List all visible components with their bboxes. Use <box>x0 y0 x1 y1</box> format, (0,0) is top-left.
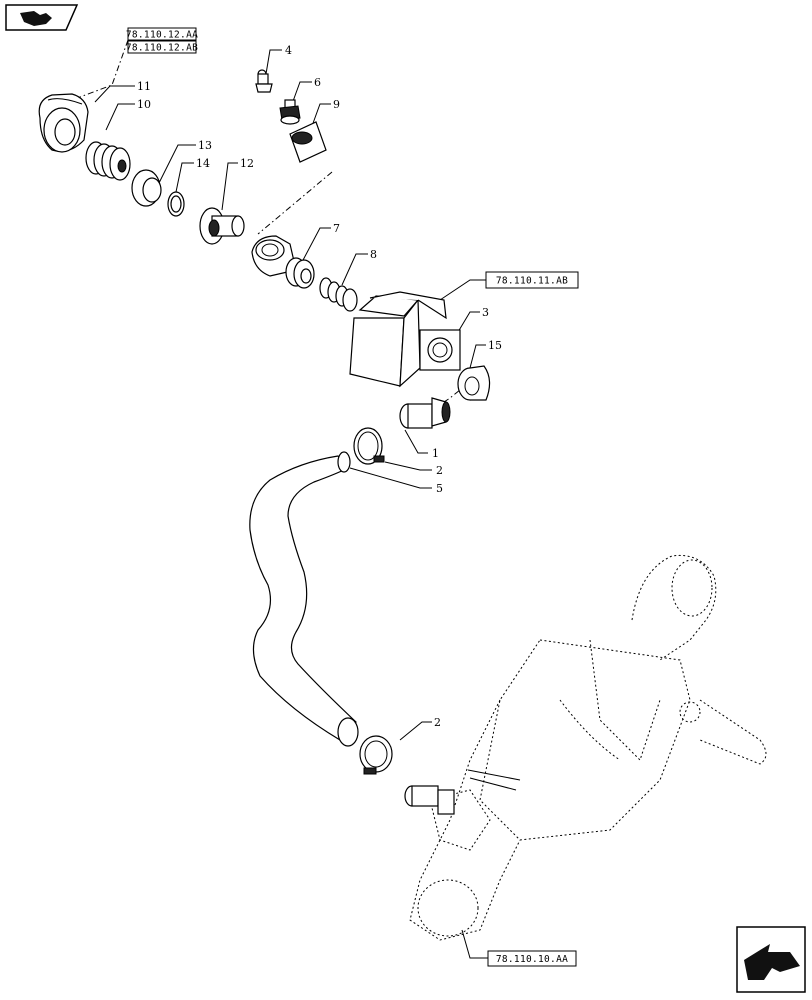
callout-3: 3 <box>482 306 489 319</box>
part-8-threaded[interactable] <box>319 277 358 312</box>
part-3-valve[interactable] <box>349 291 461 388</box>
part-13-ring[interactable] <box>131 169 162 207</box>
callout-11: 11 <box>137 80 151 93</box>
callout-4: 4 <box>285 44 292 57</box>
assembly-line-9 <box>257 171 333 235</box>
part-tee-fitting[interactable] <box>251 235 297 277</box>
next-page-arrow-icon[interactable] <box>736 926 806 993</box>
part-1-connector[interactable] <box>399 397 451 429</box>
callout-7: 7 <box>333 222 340 235</box>
part-14-o-ring[interactable] <box>167 191 185 217</box>
callout-1: 1 <box>432 447 439 460</box>
part-15-ring[interactable] <box>457 365 491 401</box>
callout-9: 9 <box>333 98 340 111</box>
callout-8: 8 <box>370 248 377 261</box>
callout-numbers: 11 10 13 14 12 4 6 9 7 8 3 15 1 2 5 2 <box>137 44 502 729</box>
part-9-nut[interactable] <box>289 121 327 163</box>
reference-box-1[interactable]: 78.110.12.AA <box>126 27 198 41</box>
assembly-line-11 <box>71 39 129 101</box>
callout-2-upper: 2 <box>436 464 443 477</box>
part-7-bushing[interactable] <box>285 257 315 289</box>
callout-10: 10 <box>137 98 151 111</box>
part-11-elbow[interactable] <box>38 93 89 153</box>
book-arrow-icon[interactable] <box>5 4 79 31</box>
phantom-assembly <box>404 554 767 941</box>
part-6-fitting[interactable] <box>279 99 301 125</box>
leader-lines <box>94 49 488 959</box>
part-4-nipple[interactable] <box>255 69 273 93</box>
reference-box-2[interactable]: 78.110.12.AB <box>126 40 198 54</box>
part-12-adapter[interactable] <box>199 207 245 245</box>
svg-text:78.110.12.AB: 78.110.12.AB <box>126 43 198 54</box>
part-2-clamp-lower[interactable] <box>359 735 393 775</box>
reference-box-4[interactable]: 78.110.10.AA <box>487 950 577 967</box>
callout-15: 15 <box>488 339 502 352</box>
svg-text:78.110.12.AA: 78.110.12.AA <box>126 30 198 41</box>
part-10-spring[interactable] <box>85 141 131 181</box>
svg-text:78.110.11.AB: 78.110.11.AB <box>496 276 568 287</box>
callout-14: 14 <box>196 157 210 170</box>
callout-12: 12 <box>240 157 254 170</box>
part-2-clamp-upper[interactable] <box>353 427 385 465</box>
callout-13: 13 <box>198 139 212 152</box>
callout-5: 5 <box>436 482 443 495</box>
svg-text:78.110.10.AA: 78.110.10.AA <box>496 954 568 965</box>
reference-box-3[interactable]: 78.110.11.AB <box>485 271 579 289</box>
callout-2-lower: 2 <box>434 716 441 729</box>
part-5-hose[interactable] <box>249 451 359 747</box>
callout-6: 6 <box>314 76 321 89</box>
